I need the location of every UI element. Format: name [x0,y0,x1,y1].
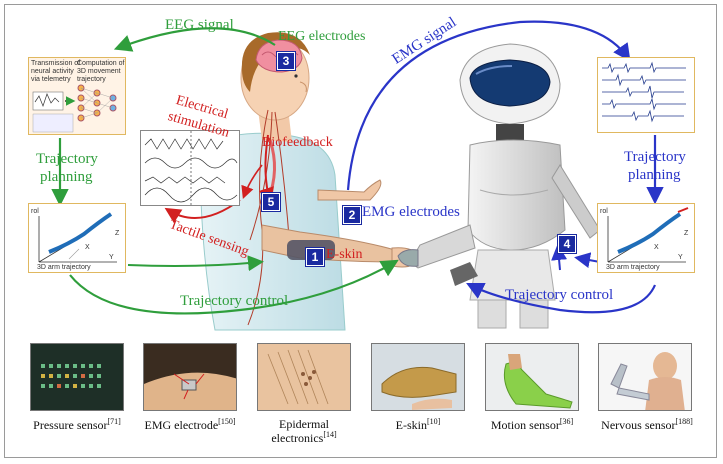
axis-x-right: X [654,244,659,251]
emg-electrode-graphic [144,344,237,411]
robot-figure [398,44,600,328]
motion-sensor-image [485,343,579,411]
axis-z-left: Z [115,230,119,237]
trajectory-planning-left-label-1: Trajectory [36,152,98,168]
emg-signal-panel [597,57,695,133]
stimulation-waveforms [141,131,240,206]
caption-pressure-sensor: Pressure sensor[71] [24,418,130,432]
e-skin-graphic [372,344,465,411]
pressure-sensor-image [30,343,124,411]
trajectory-control-right-label: Trajectory control [505,288,613,304]
biofeedback-label: Biofeedback [262,136,333,151]
neural-text-line-2: neural activity [31,68,74,75]
badge-5: 5 [262,193,280,211]
epidermal-electronics-graphic [258,344,351,411]
arm-trajectory-caption-right: 3D arm trajectory [606,264,660,271]
caption-motion-sensor: Motion sensor[36] [482,418,582,432]
badge-3: 3 [277,52,295,70]
trajectory-planning-right-label-2: planning [628,168,681,184]
eeg-electrodes-label: EEG electrodes [278,30,365,45]
eeg-signal-label: EEG signal [165,18,234,34]
badge-4: 4 [558,235,576,253]
nervous-sensor-image [598,343,692,411]
pressure-sensor-graphic [31,344,124,411]
epidermal-electronics-image [257,343,351,411]
badge-1: 1 [306,248,324,266]
axis-y-right: Y [678,254,683,261]
trajectory-plot-right [598,204,695,273]
nervous-sensor-graphic [599,344,692,411]
e-skin-label: E-skin [326,248,363,263]
axis-rol-left: rol [31,208,39,215]
compute-text-line-3: trajectory [77,76,106,83]
trajectory-plot-left [29,204,126,273]
emg-waveforms [598,58,695,133]
emg-electrode-image [143,343,237,411]
stimulation-signal-panel [140,130,240,206]
axis-y-left: Y [109,254,114,261]
compute-text-line-1: Computation of [77,60,124,67]
neural-text-line-3: via telemetry [31,76,71,83]
neural-computation-panel: Transmission of neural activity via tele… [28,57,126,135]
trajectory-planning-left-label-2: planning [40,170,93,186]
axis-x-left: X [85,244,90,251]
caption-nervous-sensor: Nervous sensor[188] [592,418,702,432]
arm-trajectory-panel-right: rol Z X Y 3D arm trajectory [597,203,695,273]
neural-text-line-1: Transmission of [31,60,80,67]
axis-rol-right: rol [600,208,608,215]
emg-electrodes-label: EMG electrodes [362,205,460,221]
caption-emg-electrode: EMG electrode[150] [132,418,248,432]
trajectory-planning-right-label-1: Trajectory [624,150,686,166]
arm-trajectory-panel-left: rol Z X Y 3D arm trajectory [28,203,126,273]
trajectory-control-left-label: Trajectory control [180,294,288,310]
axis-z-right: Z [684,230,688,237]
caption-e-skin: E-skin[10] [368,418,468,432]
compute-text-line-2: 3D movement [77,68,121,75]
e-skin-image [371,343,465,411]
badge-2: 2 [343,206,361,224]
motion-sensor-graphic [486,344,579,411]
arm-trajectory-caption-left: 3D arm trajectory [37,264,91,271]
